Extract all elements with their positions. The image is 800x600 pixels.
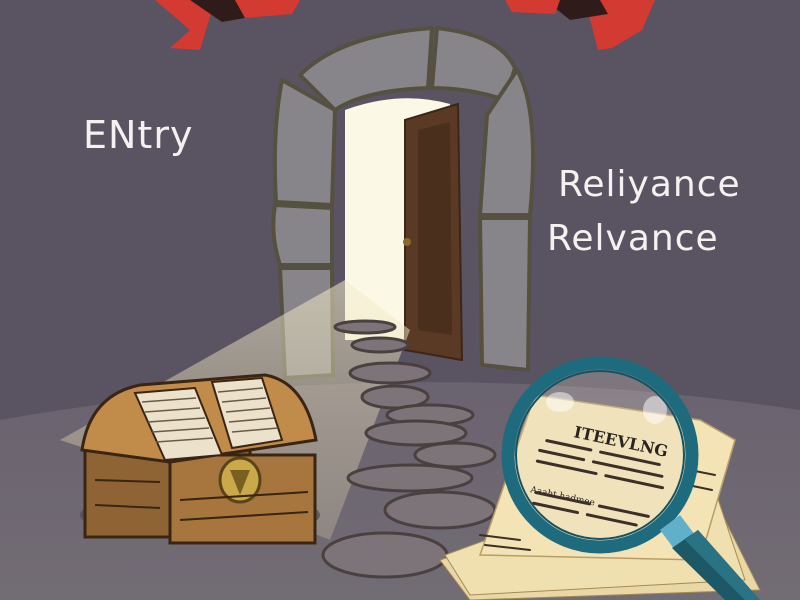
treasure-chest — [80, 373, 320, 545]
label-entry: ENtry — [83, 113, 194, 157]
stepping-stones — [321, 319, 497, 579]
magnifying-glass — [501, 356, 760, 600]
label-reliyance: Reliyance — [558, 164, 741, 205]
label-relvance: Relvance — [547, 218, 719, 259]
stone-archway — [271, 26, 536, 380]
ribbon-banner — [155, 0, 655, 50]
open-door — [403, 102, 464, 362]
door-knob — [403, 238, 411, 246]
